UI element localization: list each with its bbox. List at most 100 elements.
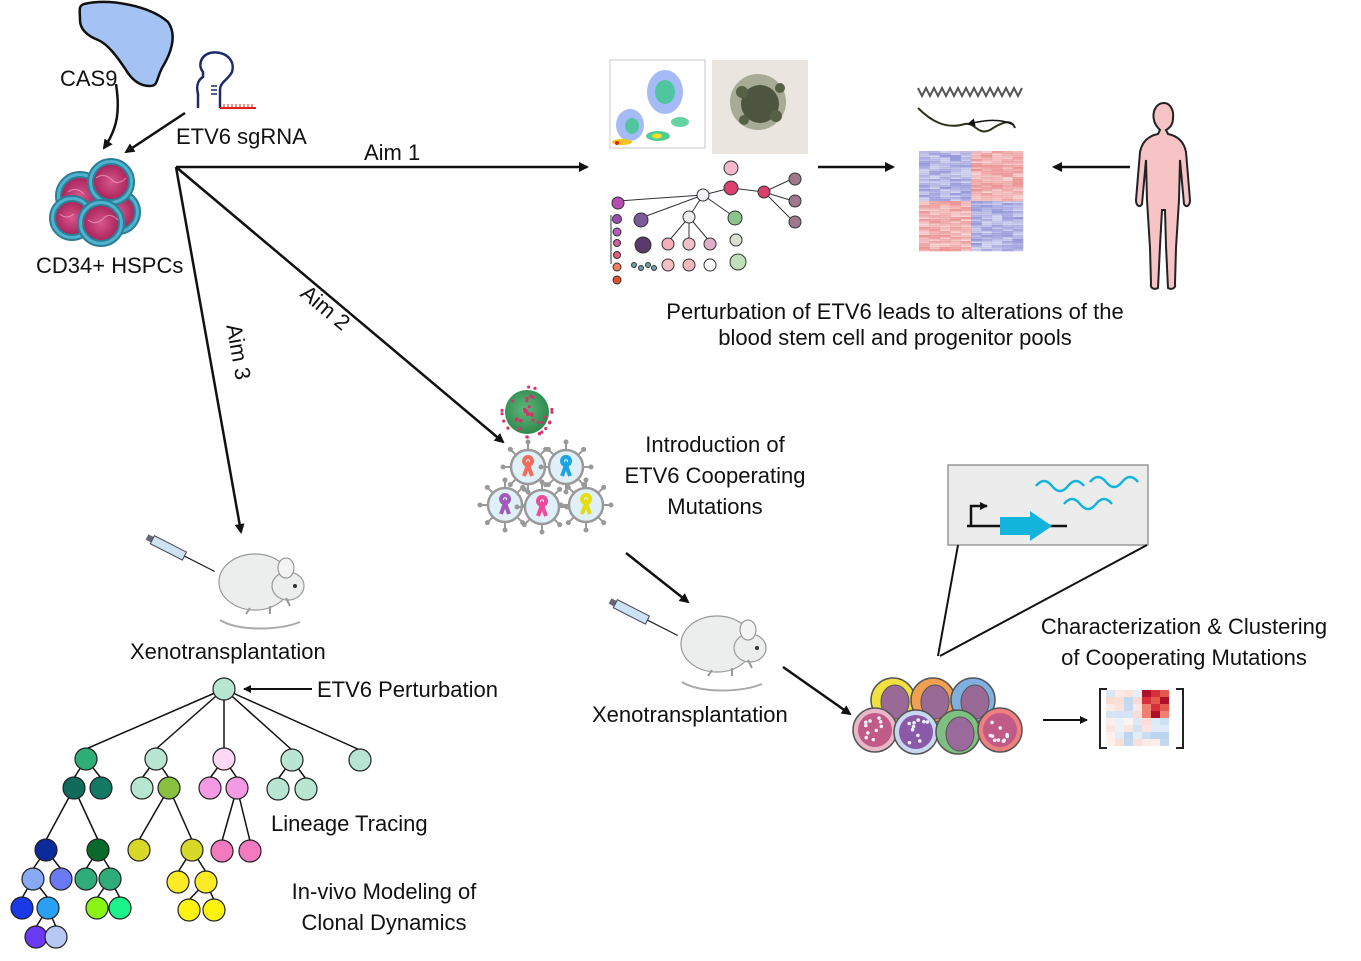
- heatmap-cell: [971, 173, 982, 176]
- aim1-label: Aim 1: [364, 140, 421, 165]
- heatmap-cell: [919, 199, 930, 202]
- heatmap-cell: [929, 209, 941, 212]
- heatmap-cell: [981, 249, 993, 252]
- flow-cytometry-plot: [609, 59, 706, 149]
- matrix-cell: [1151, 739, 1160, 746]
- heatmap-cell: [991, 163, 1003, 166]
- heatmap-cell: [971, 219, 982, 222]
- mutation-ribbon-icon: [580, 493, 593, 515]
- heatmap-cell: [919, 221, 930, 224]
- heatmap-cell: [981, 165, 993, 168]
- heatmap-cell: [991, 205, 1003, 208]
- heatmap-cell: [971, 193, 982, 196]
- lineage-node: [74, 867, 98, 891]
- heatmap-cell: [971, 227, 982, 230]
- heatmap-cell: [960, 217, 972, 220]
- matrix-cell: [1106, 732, 1115, 739]
- heatmap-cell: [950, 175, 961, 178]
- heatmap-cell: [991, 185, 1003, 188]
- cell-spike-tip: [583, 477, 589, 483]
- granule: [864, 735, 869, 740]
- heatmap-cell: [991, 167, 1003, 170]
- aim3-xeno-label: Xenotransplantation: [130, 639, 326, 664]
- heatmap-cell: [1012, 235, 1024, 238]
- heatmap-cell: [1002, 231, 1013, 234]
- heatmap-cell: [981, 187, 993, 190]
- heatmap-cell: [950, 229, 961, 232]
- heatmap-cell: [939, 229, 951, 232]
- heatmap-cell: [981, 243, 993, 246]
- heatmap-cell: [929, 153, 941, 156]
- heatmap-cell: [1002, 191, 1013, 194]
- etv6-perturbation-label: ETV6 Perturbation: [317, 677, 498, 702]
- granule: [868, 719, 872, 723]
- heatmap-cell: [971, 205, 982, 208]
- granule: [871, 737, 876, 742]
- matrix-cell: [1115, 739, 1124, 746]
- heatmap-cell: [950, 157, 961, 160]
- heatmap-cell: [950, 151, 961, 154]
- matrix-cell: [1115, 732, 1124, 739]
- heatmap-cell: [950, 181, 961, 184]
- heatmap-cell: [991, 197, 1003, 200]
- heatmap-cell: [919, 229, 930, 232]
- heatmap-cell: [1002, 201, 1013, 204]
- heatmap-cell: [971, 153, 982, 156]
- heatmap-cell: [971, 151, 982, 154]
- heatmap-cell: [960, 237, 972, 240]
- heatmap-cell: [1002, 249, 1013, 252]
- heatmap-cell: [919, 165, 930, 168]
- human-silhouette-icon: [1134, 101, 1192, 290]
- heatmap-cell: [1002, 229, 1013, 232]
- heatmap-cell: [991, 243, 1003, 246]
- heatmap-cell: [1012, 157, 1024, 160]
- granule: [878, 720, 883, 724]
- heatmap-cell: [950, 235, 961, 238]
- heatmap-cell: [939, 151, 951, 154]
- lineage-node: [238, 839, 262, 863]
- matrix-cell: [1142, 732, 1151, 739]
- heatmap-cell: [919, 203, 930, 206]
- heatmap-cell: [960, 153, 972, 156]
- lineage-node: [108, 896, 132, 920]
- heatmap-cell: [919, 169, 930, 172]
- granule: [910, 727, 915, 732]
- heatmap-cell: [981, 163, 993, 166]
- heatmap-cell: [1002, 189, 1013, 192]
- matrix-cell: [1133, 718, 1142, 725]
- lineage-node: [62, 776, 86, 800]
- lineage-edge: [85, 688, 225, 750]
- heatmap-cell: [939, 155, 951, 158]
- heatmap-cell: [929, 215, 941, 218]
- heatmap-cell: [981, 245, 993, 248]
- virus-spike: [500, 408, 504, 412]
- heatmap-cell: [939, 171, 951, 174]
- heatmap-cell: [991, 227, 1003, 230]
- heatmap-cell: [1002, 243, 1013, 246]
- heatmap-cell: [950, 225, 961, 228]
- heatmap-cell: [1012, 209, 1024, 212]
- cd34-hspc-cells-icon: [49, 158, 141, 247]
- lineage-node: [202, 898, 226, 922]
- matrix-cell: [1133, 711, 1142, 718]
- heatmap-cell: [991, 171, 1003, 174]
- heatmap-cell: [960, 177, 972, 180]
- lineage-node: [280, 748, 304, 772]
- heatmap-cell: [950, 213, 961, 216]
- heatmap-cell: [919, 237, 930, 240]
- heatmap-cell: [939, 191, 951, 194]
- matrix-cell: [1124, 690, 1133, 697]
- heatmap-cell: [960, 245, 972, 248]
- heatmap-cell: [939, 189, 951, 192]
- expression-heatmap: [919, 151, 1024, 252]
- heatmap-cell: [1012, 227, 1024, 230]
- matrix-cell: [1124, 711, 1133, 718]
- heatmap-cell: [939, 243, 951, 246]
- heatmap-cell: [991, 235, 1003, 238]
- virus-spike: [523, 409, 527, 414]
- sgrna-label: ETV6 sgRNA: [176, 124, 307, 149]
- heatmap-cell: [929, 155, 941, 158]
- mutation-ribbon-icon: [560, 455, 573, 477]
- xeno-to-cells-arrow: [782, 665, 852, 716]
- heatmap-cell: [939, 205, 951, 208]
